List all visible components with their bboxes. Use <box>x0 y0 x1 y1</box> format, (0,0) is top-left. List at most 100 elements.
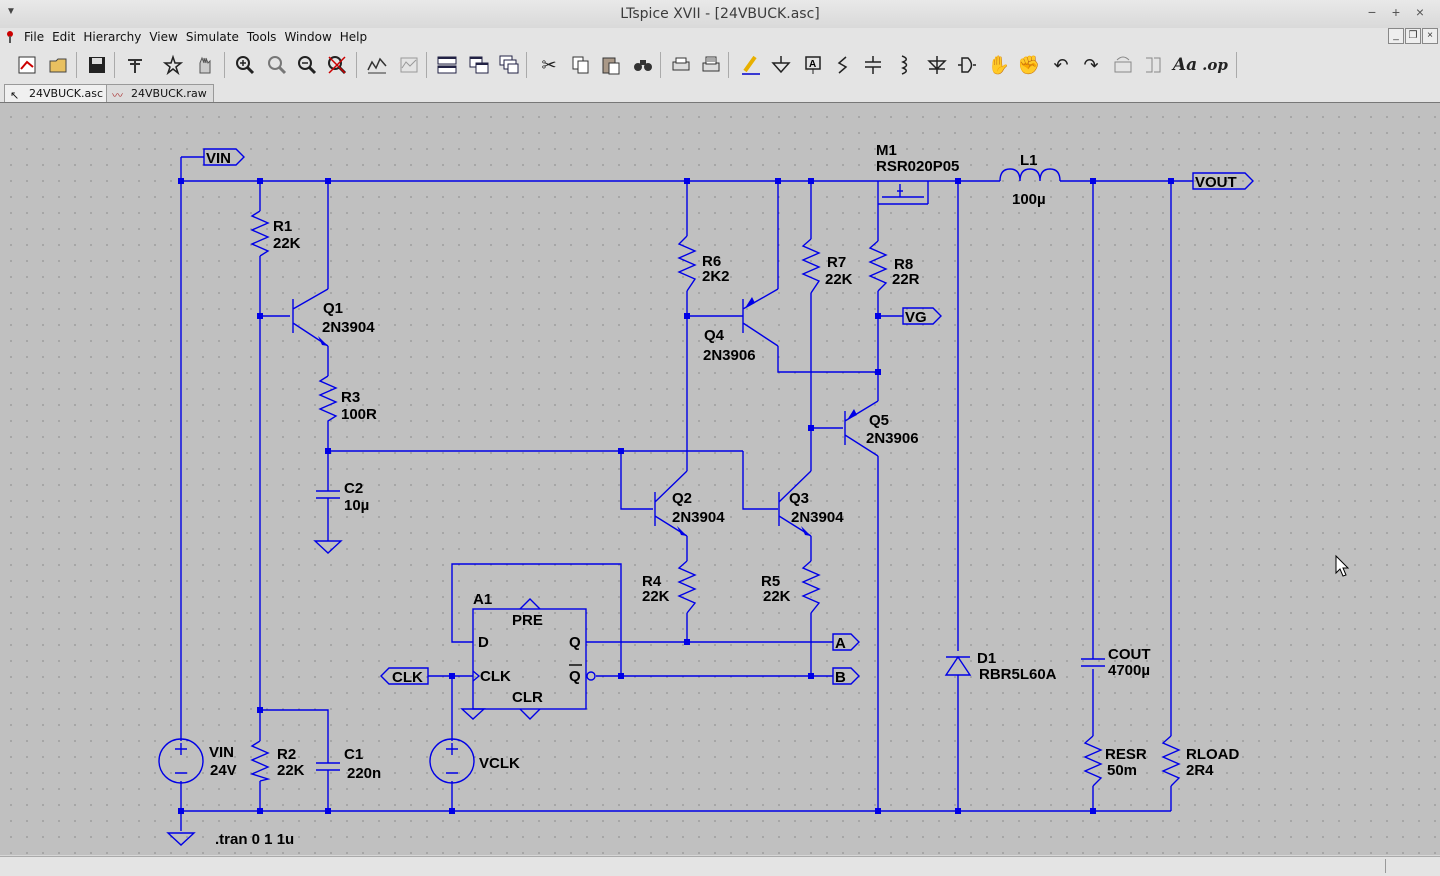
net-label-vg[interactable]: VG <box>902 307 942 326</box>
text-icon[interactable]: Aa <box>1172 55 1198 75</box>
resistor-icon[interactable] <box>830 52 856 78</box>
resistor-r8[interactable]: R8 22R <box>868 240 920 292</box>
resistor-rload[interactable]: RLOAD 2R4 <box>1161 735 1239 787</box>
schematic-canvas[interactable]: VIN VOUT VG CLK A B R1 22K R3 100R R6 2K… <box>0 102 1440 855</box>
ltspice-app-icon[interactable] <box>4 30 16 44</box>
paste-icon[interactable] <box>598 52 624 78</box>
save-icon[interactable] <box>84 52 110 78</box>
menu-view[interactable]: View <box>149 30 178 44</box>
spice-directive-icon[interactable]: .op <box>1202 56 1228 74</box>
tab-24vbuck-asc[interactable]: ↖ 24VBUCK.asc <box>4 84 111 103</box>
print-setup-icon[interactable] <box>668 52 694 78</box>
waveform-icon[interactable] <box>396 52 422 78</box>
voltage-source-vin[interactable]: VIN 24V <box>158 738 237 784</box>
resistor-resr[interactable]: RESR 50m <box>1083 735 1147 787</box>
net-label-vout[interactable]: VOUT <box>1192 172 1254 191</box>
capacitor-c2[interactable]: C2 10µ <box>316 480 369 516</box>
move-icon[interactable]: ✋ <box>987 54 1011 75</box>
resistor-r6[interactable]: R6 2K2 <box>677 235 730 292</box>
undo-icon[interactable]: ↶ <box>1053 54 1069 75</box>
transistor-q1[interactable]: Q1 2N3904 <box>292 288 375 347</box>
rotate-icon[interactable] <box>1110 52 1136 78</box>
ground-icon[interactable] <box>768 52 794 78</box>
svg-text:R6: R6 <box>702 253 721 270</box>
draw-wire-icon[interactable] <box>738 52 764 78</box>
tab-label: 24VBUCK.raw <box>131 87 207 100</box>
title-bar: ▼ LTspice XVII - [24VBUCK.asc] − + × <box>0 0 1440 29</box>
cut-icon[interactable]: ✂ <box>541 54 557 75</box>
svg-text:D1: D1 <box>977 650 996 667</box>
diode-d1[interactable]: D1 RBR5L60A <box>944 650 1057 683</box>
resize-grip[interactable] <box>1385 859 1436 873</box>
transistor-q2[interactable]: Q2 2N3904 <box>654 470 725 537</box>
run-icon[interactable] <box>160 52 186 78</box>
cascade-icon[interactable] <box>496 52 522 78</box>
inductor-l1[interactable]: L1 100µ <box>999 152 1061 208</box>
menu-file[interactable]: File <box>24 30 45 44</box>
maximize-button[interactable]: + <box>1391 4 1401 20</box>
component-icon[interactable] <box>954 52 980 78</box>
new-schematic-icon[interactable] <box>14 52 40 78</box>
inductor-icon[interactable] <box>892 52 918 78</box>
mosfet-m1[interactable]: M1 RSR020P05 <box>876 142 959 211</box>
transistor-q5[interactable]: Q5 2N3906 <box>844 400 919 457</box>
redo-icon[interactable]: ↷ <box>1083 54 1099 75</box>
resistor-r4[interactable]: R4 22K <box>642 560 697 614</box>
net-label-clk[interactable]: CLK <box>380 667 429 686</box>
zoom-pan-icon[interactable] <box>264 52 290 78</box>
transistor-q4[interactable]: Q4 2N3906 <box>703 288 779 364</box>
capacitor-icon[interactable] <box>860 52 886 78</box>
flipflop-a1[interactable]: A1 PRE D Q CLK Q CLR <box>460 591 596 720</box>
zoom-in-icon[interactable] <box>232 52 258 78</box>
transistor-q3[interactable]: Q3 2N3904 <box>778 470 844 537</box>
close-button[interactable]: × <box>1415 4 1425 20</box>
open-icon[interactable] <box>46 52 72 78</box>
svg-text:22R: 22R <box>892 271 920 288</box>
print-icon[interactable] <box>698 52 724 78</box>
control-panel-icon[interactable] <box>122 52 148 78</box>
schematic-drawing[interactable]: VIN VOUT VG CLK A B R1 22K R3 100R R6 2K… <box>0 103 1440 855</box>
resistor-r2[interactable]: R2 22K <box>250 740 305 782</box>
svg-text:Q3: Q3 <box>789 490 809 507</box>
net-label-a[interactable]: A <box>832 633 860 652</box>
mouse-cursor-icon <box>1335 554 1350 577</box>
zoom-fit-icon[interactable] <box>324 52 350 78</box>
svg-text:10µ: 10µ <box>344 497 369 514</box>
halt-icon[interactable] <box>192 52 218 78</box>
mdi-restore-button[interactable]: ❐ <box>1405 28 1421 44</box>
menu-edit[interactable]: Edit <box>52 30 76 44</box>
find-icon[interactable] <box>630 52 656 78</box>
minimize-button[interactable]: − <box>1367 4 1377 20</box>
diode-icon[interactable] <box>924 52 950 78</box>
junctions <box>178 178 1174 814</box>
tile-horizontal-icon[interactable] <box>434 52 460 78</box>
svg-text:C1: C1 <box>344 746 363 763</box>
copy-icon[interactable] <box>568 52 594 78</box>
resistor-r7[interactable]: R7 22K <box>801 238 853 294</box>
label-net-icon[interactable]: A <box>800 52 826 78</box>
capacitor-cout[interactable]: COUT 4700µ <box>1081 646 1151 679</box>
autorange-icon[interactable] <box>364 52 390 78</box>
spice-directive[interactable]: .tran 0 1 1u <box>215 831 294 848</box>
net-label-vin[interactable]: VIN <box>203 148 245 167</box>
resistor-r1[interactable]: R1 22K <box>250 210 301 257</box>
menu-hierarchy[interactable]: Hierarchy <box>83 30 142 44</box>
resistor-r3[interactable]: R3 100R <box>318 375 377 426</box>
drag-icon[interactable]: ✊ <box>1017 54 1041 75</box>
capacitor-c1[interactable]: C1 220n <box>316 746 381 782</box>
resistor-r5[interactable]: R5 22K <box>761 560 821 614</box>
net-label-b[interactable]: B <box>832 667 860 686</box>
menu-help[interactable]: Help <box>339 30 368 44</box>
mirror-icon[interactable] <box>1140 52 1166 78</box>
tab-24vbuck-raw[interactable]: 〰 24VBUCK.raw <box>106 84 214 103</box>
menu-simulate[interactable]: Simulate <box>185 30 239 44</box>
mdi-close-button[interactable]: × <box>1422 28 1438 44</box>
tile-vertical-icon[interactable] <box>466 52 492 78</box>
system-menu-icon[interactable]: ▼ <box>6 6 16 17</box>
svg-text:VIN: VIN <box>206 150 231 167</box>
menu-window[interactable]: Window <box>284 30 332 44</box>
zoom-out-icon[interactable] <box>294 52 320 78</box>
voltage-source-vclk[interactable]: VCLK <box>429 738 520 784</box>
mdi-minimize-button[interactable]: _ <box>1388 28 1404 44</box>
menu-tools[interactable]: Tools <box>246 30 277 44</box>
